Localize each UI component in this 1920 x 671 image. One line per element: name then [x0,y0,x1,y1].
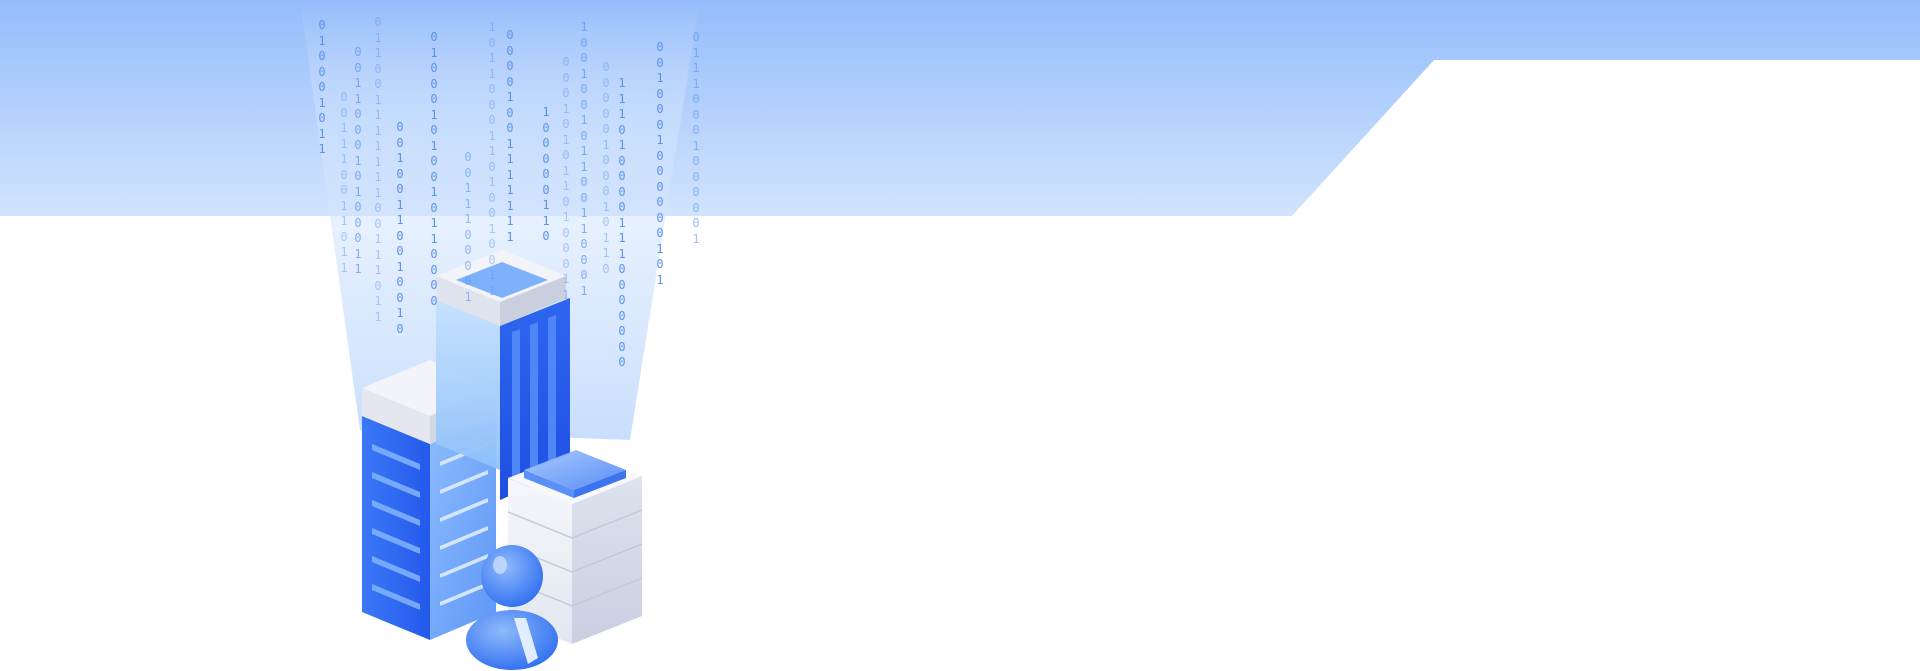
banner-band [0,0,1920,216]
binary-digit-column: 0 1 1 1 0 0 0 1 0 0 0 0 0 1 [692,30,700,246]
binary-digit-column: 0 1 1 0 0 1 1 1 1 1 1 1 0 0 1 1 1 0 1 1 [374,15,382,324]
light-beam [300,0,700,440]
binary-digit-column: 0 0 0 1 0 1 0 1 1 0 1 0 0 0 1 1 [562,55,570,302]
binary-digit-column: 0 0 1 1 0 0 0 1 0 1 0 0 0 1 1 [354,45,362,276]
server-stack [507,450,643,644]
binary-digit-column: 1 0 1 1 0 0 0 1 1 0 1 0 0 1 0 0 1 1 [488,20,496,298]
binary-digit-column: 0 0 0 0 0 1 0 0 0 1 0 1 1 0 [602,60,610,276]
binary-digit-column: 0 0 0 0 1 0 0 1 1 1 1 1 1 1 [506,28,514,244]
binary-digit-column: 0 1 0 0 0 1 0 1 0 0 1 0 1 1 0 0 0 0 [430,30,438,308]
binary-digit-column: 0 1 0 0 0 1 0 1 1 [318,18,326,156]
glass-tower [436,250,570,500]
binary-digit-column: 0 0 1 0 0 1 1 0 0 1 0 0 1 0 [396,120,404,336]
binary-digit-column: 0 0 1 1 1 0 0 1 1 0 1 1 [340,90,348,275]
binary-digit-column: 0 0 1 1 1 0 0 0 0 1 [464,150,472,304]
binary-digit-column: 0 0 1 0 0 0 1 0 0 0 0 0 0 1 0 1 [656,40,664,287]
binary-digit-column: 1 0 0 1 0 0 1 0 1 1 0 0 1 1 0 0 0 1 [580,20,588,298]
binary-digit-column: 1 0 0 0 0 0 1 1 0 [542,105,550,243]
binary-digit-column: 1 1 1 0 1 0 0 0 0 1 1 1 0 0 0 0 0 0 0 [618,76,626,369]
person-avatar [466,545,558,670]
